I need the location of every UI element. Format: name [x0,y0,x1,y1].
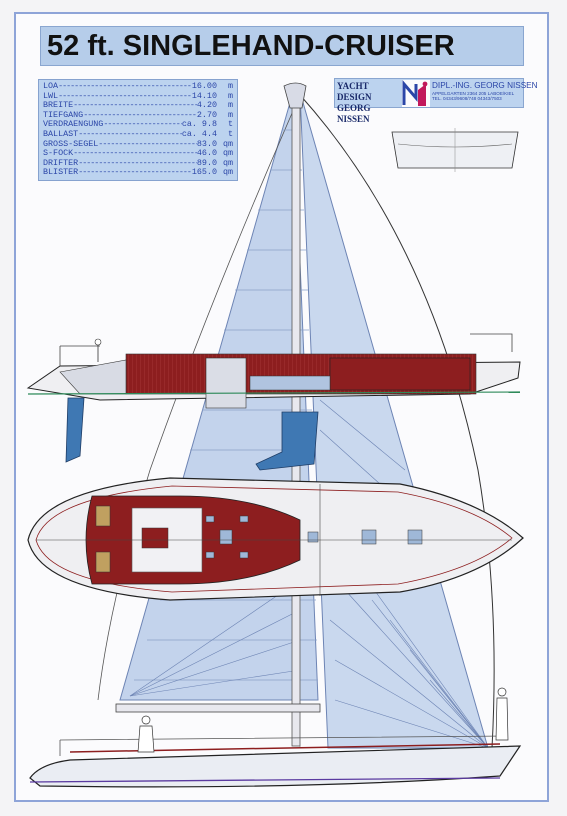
spec-row: DRIFTER---------------------------------… [43,157,233,169]
spec-value: ca. 4.4 [181,128,217,139]
page-title: 52 ft. SINGLEHAND-CRUISER [40,26,524,66]
ni-logo-mark [402,80,430,107]
spec-value: 14.10 [191,90,217,101]
spec-name: LOA [43,81,59,91]
keel-fin [255,411,319,471]
spec-name: BALLAST [43,128,79,139]
designer-phone: TEL. 04343/9608/748 04343/7503 [432,96,502,102]
spec-leader: ----------------------------------------… [58,91,192,101]
spec-row: BLISTER---------------------------------… [43,168,233,178]
jib-seams [319,399,489,749]
spec-leader: ----------------------------------------… [78,129,182,139]
spec-unit: m [227,100,233,111]
sailplan-hull [29,745,522,788]
spec-value: ca. 9.8 [181,119,217,130]
spec-name: LWL [43,90,59,101]
spec-name: DRIFTER [43,157,79,168]
spec-leader: ----------------------------------------… [73,149,197,159]
logo-line-2: GEORG NISSEN [337,103,371,124]
spec-unit: qm [222,167,233,178]
spec-name: BLISTER [43,167,79,178]
forestay-line [97,94,301,701]
spec-name: VERDRAENGUNG [43,119,104,130]
spec-name: GROSS-SEGEL [43,138,99,149]
designer-logo: YACHT DESIGN GEORG NISSEN DIPL.-ING. GEO… [334,78,538,124]
spec-value: 2.70 [196,109,217,120]
spec-row: GROSS-SEGEL-----------------------------… [43,138,233,150]
spec-row: BREITE----------------------------------… [43,101,233,111]
spec-unit: qm [222,157,233,168]
spec-leader: ----------------------------------------… [58,82,192,91]
spec-leader: ----------------------------------------… [78,158,197,168]
logo-line-1: YACHT DESIGN [337,81,372,102]
deck-hatches [205,515,423,559]
masthead [283,82,307,109]
spec-unit: qm [222,138,233,149]
spec-name: TIEFGANG [43,109,84,120]
rudder [65,397,85,463]
spec-row: LWL-------------------------------------… [43,90,233,102]
spec-leader: ----------------------------------------… [83,110,197,120]
spec-unit: t [227,128,233,139]
spec-row: LOA-------------------------------------… [43,81,233,92]
spec-unit: t [227,119,233,130]
spec-value: 46.0 [196,148,217,159]
spec-name: BREITE [43,100,74,111]
spec-row: BALLAST---------------------------------… [43,128,233,140]
main-radial-seams [129,579,301,697]
spec-row: S-FOCK----------------------------------… [43,149,233,159]
designer-name: DIPL.-ING. GEORG NISSEN [432,81,538,90]
spec-unit: m [227,90,233,101]
spec-value: 4.20 [196,100,217,111]
spec-value: 16.00 [191,81,217,91]
spec-value: 83.0 [196,138,217,149]
spec-leader: ----------------------------------------… [98,139,197,149]
spec-value: 89.0 [196,157,217,168]
designer-address: APPELGARTEN 2364 205 LABOE/KIEL [432,91,515,96]
spec-unit: qm [222,148,233,159]
spec-leader: ----------------------------------------… [73,101,197,111]
spec-row: TIEFGANG--------------------------------… [43,109,233,121]
spec-name: S-FOCK [43,148,74,159]
boom [115,703,321,713]
spec-row: VERDRAENGUNG----------------------------… [43,120,233,130]
crew-figure [137,687,509,753]
spec-leader: ----------------------------------------… [78,168,192,178]
spec-leader: ----------------------------------------… [103,120,182,130]
spec-unit: m [227,109,233,120]
spec-unit: m [227,81,233,91]
blister-outline [299,94,495,749]
specifications-table: LOA-------------------------------------… [38,79,238,181]
spec-value: 165.0 [191,167,217,178]
genoa-sail [299,91,489,749]
